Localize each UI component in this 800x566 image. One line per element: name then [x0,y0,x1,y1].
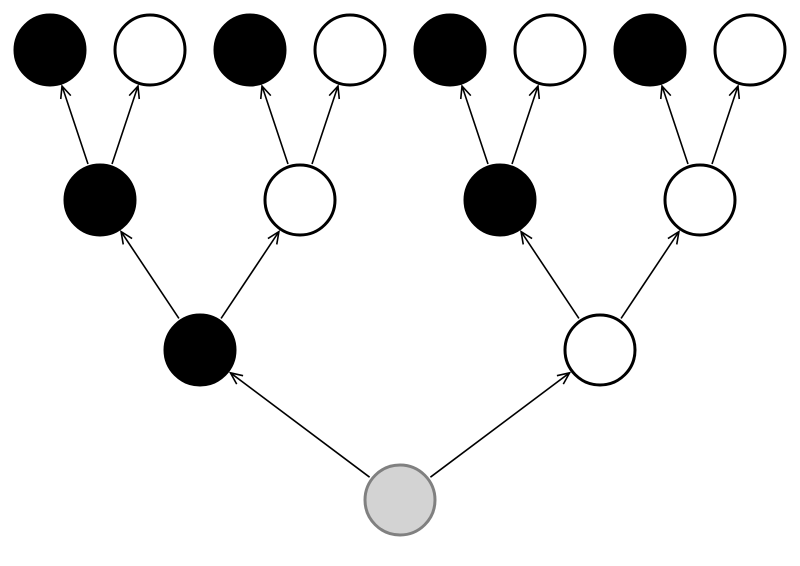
edge-l1-n0-to-l2-n0 [119,229,180,319]
node-l3-n1-white [113,13,187,87]
node-l1-n0-black [163,313,237,387]
edge-l0-n0-to-l1-n0-arrowhead [228,371,244,385]
node-l3-n4-black [413,13,487,87]
node-l0-n0-gray [363,463,437,537]
edge-l1-n1-to-l2-n2-arrowhead [519,229,533,245]
edge-l0-n0-to-l1-n0-line [229,372,371,478]
node-l3-n3-white [313,13,387,87]
edge-l2-n3-to-l3-n6-arrowhead [659,84,672,100]
node-l2-n1-white [263,163,337,237]
edge-l2-n1-to-l3-n2-arrowhead [259,84,272,100]
edge-l2-n1-to-l3-n3-arrowhead [328,84,341,100]
edge-l1-n0-to-l2-n0-line [120,231,180,319]
edge-l0-n0-to-l1-n0 [228,371,371,478]
node-l2-n3-white [663,163,737,237]
edge-l2-n1-to-l3-n3-line [311,85,339,165]
edge-l2-n3-to-l3-n7 [711,84,741,165]
edge-l1-n0-to-l2-n1-arrowhead [267,229,281,245]
edge-l2-n2-to-l3-n5-line [511,85,539,165]
node-l3-n7-white [713,13,787,87]
node-l3-n0-black [13,13,87,87]
edge-l2-n1-to-l3-n2-line [261,85,289,165]
edge-l2-n2-to-l3-n4-arrowhead [459,84,472,100]
edge-l2-n0-to-l3-n0 [59,84,89,165]
edge-l2-n2-to-l3-n5 [511,84,541,165]
node-l2-n0-black [63,163,137,237]
edge-l2-n3-to-l3-n7-line [711,85,739,165]
node-l3-n6-black [613,13,687,87]
node-l1-n1-white [563,313,637,387]
edge-l1-n1-to-l2-n2 [519,229,580,319]
node-l3-n2-black [213,13,287,87]
edge-l2-n0-to-l3-n1 [111,84,141,165]
edge-l2-n0-to-l3-n1-arrowhead [128,84,141,100]
edge-l0-n0-to-l1-n1-line [429,372,571,478]
edge-l2-n3-to-l3-n6-line [661,85,689,165]
edge-l2-n0-to-l3-n1-line [111,85,139,165]
edge-l1-n1-to-l2-n3 [620,229,681,319]
edge-l1-n0-to-l2-n0-arrowhead [119,229,133,245]
edge-l2-n3-to-l3-n7-arrowhead [728,84,741,100]
edge-l2-n1-to-l3-n3 [311,84,341,165]
edge-l0-n0-to-l1-n1-arrowhead [556,371,572,385]
edge-l2-n2-to-l3-n4-line [461,85,489,165]
node-l3-n5-white [513,13,587,87]
edge-l1-n1-to-l2-n3-arrowhead [667,229,681,245]
edge-l2-n3-to-l3-n6 [659,84,689,165]
edge-l2-n1-to-l3-n2 [259,84,289,165]
edge-l2-n2-to-l3-n5-arrowhead [528,84,541,100]
node-l2-n2-black [463,163,537,237]
edge-l2-n2-to-l3-n4 [459,84,489,165]
edge-l1-n1-to-l2-n3-line [620,231,680,319]
edge-l1-n0-to-l2-n1-line [220,231,280,319]
edge-l1-n0-to-l2-n1 [220,229,281,319]
edge-l2-n0-to-l3-n0-arrowhead [59,84,72,100]
edge-l1-n1-to-l2-n2-line [520,231,580,319]
tree-edges [59,84,741,478]
tree-nodes [13,13,787,537]
edge-l0-n0-to-l1-n1 [429,371,572,478]
edge-l2-n0-to-l3-n0-line [61,85,89,165]
